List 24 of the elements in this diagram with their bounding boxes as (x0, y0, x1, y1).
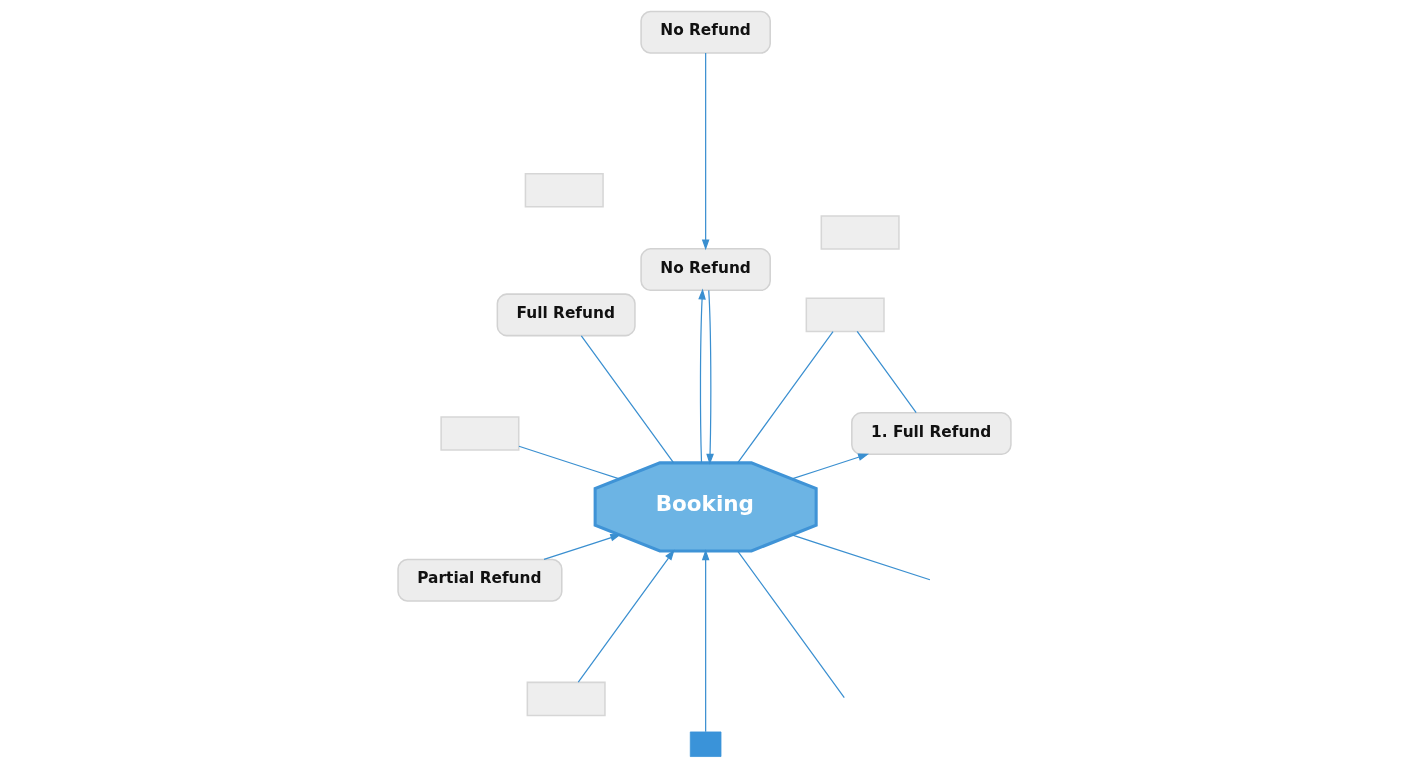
connector (736, 331, 834, 464)
node-box: Partial Refund (396, 558, 563, 602)
node-box (689, 731, 721, 757)
arrow (697, 288, 706, 464)
arrow (701, 549, 709, 733)
connector (790, 534, 931, 581)
arrow (577, 549, 675, 683)
arrow (705, 289, 714, 465)
node-box (524, 172, 604, 208)
connector (580, 335, 674, 464)
connector (856, 330, 917, 414)
arrow (701, 52, 709, 251)
node-box (439, 416, 519, 451)
arrow (790, 453, 869, 480)
connector (736, 550, 845, 699)
node-box (820, 215, 900, 250)
node-box: Full Refund (496, 293, 636, 337)
connector (517, 445, 620, 480)
node-box: No Refund (639, 10, 771, 54)
node-box (526, 681, 606, 717)
node-box: No Refund (639, 248, 771, 292)
node-box (805, 297, 885, 333)
arrow (542, 534, 621, 561)
node-box: 1. Full Refund (850, 412, 1012, 456)
